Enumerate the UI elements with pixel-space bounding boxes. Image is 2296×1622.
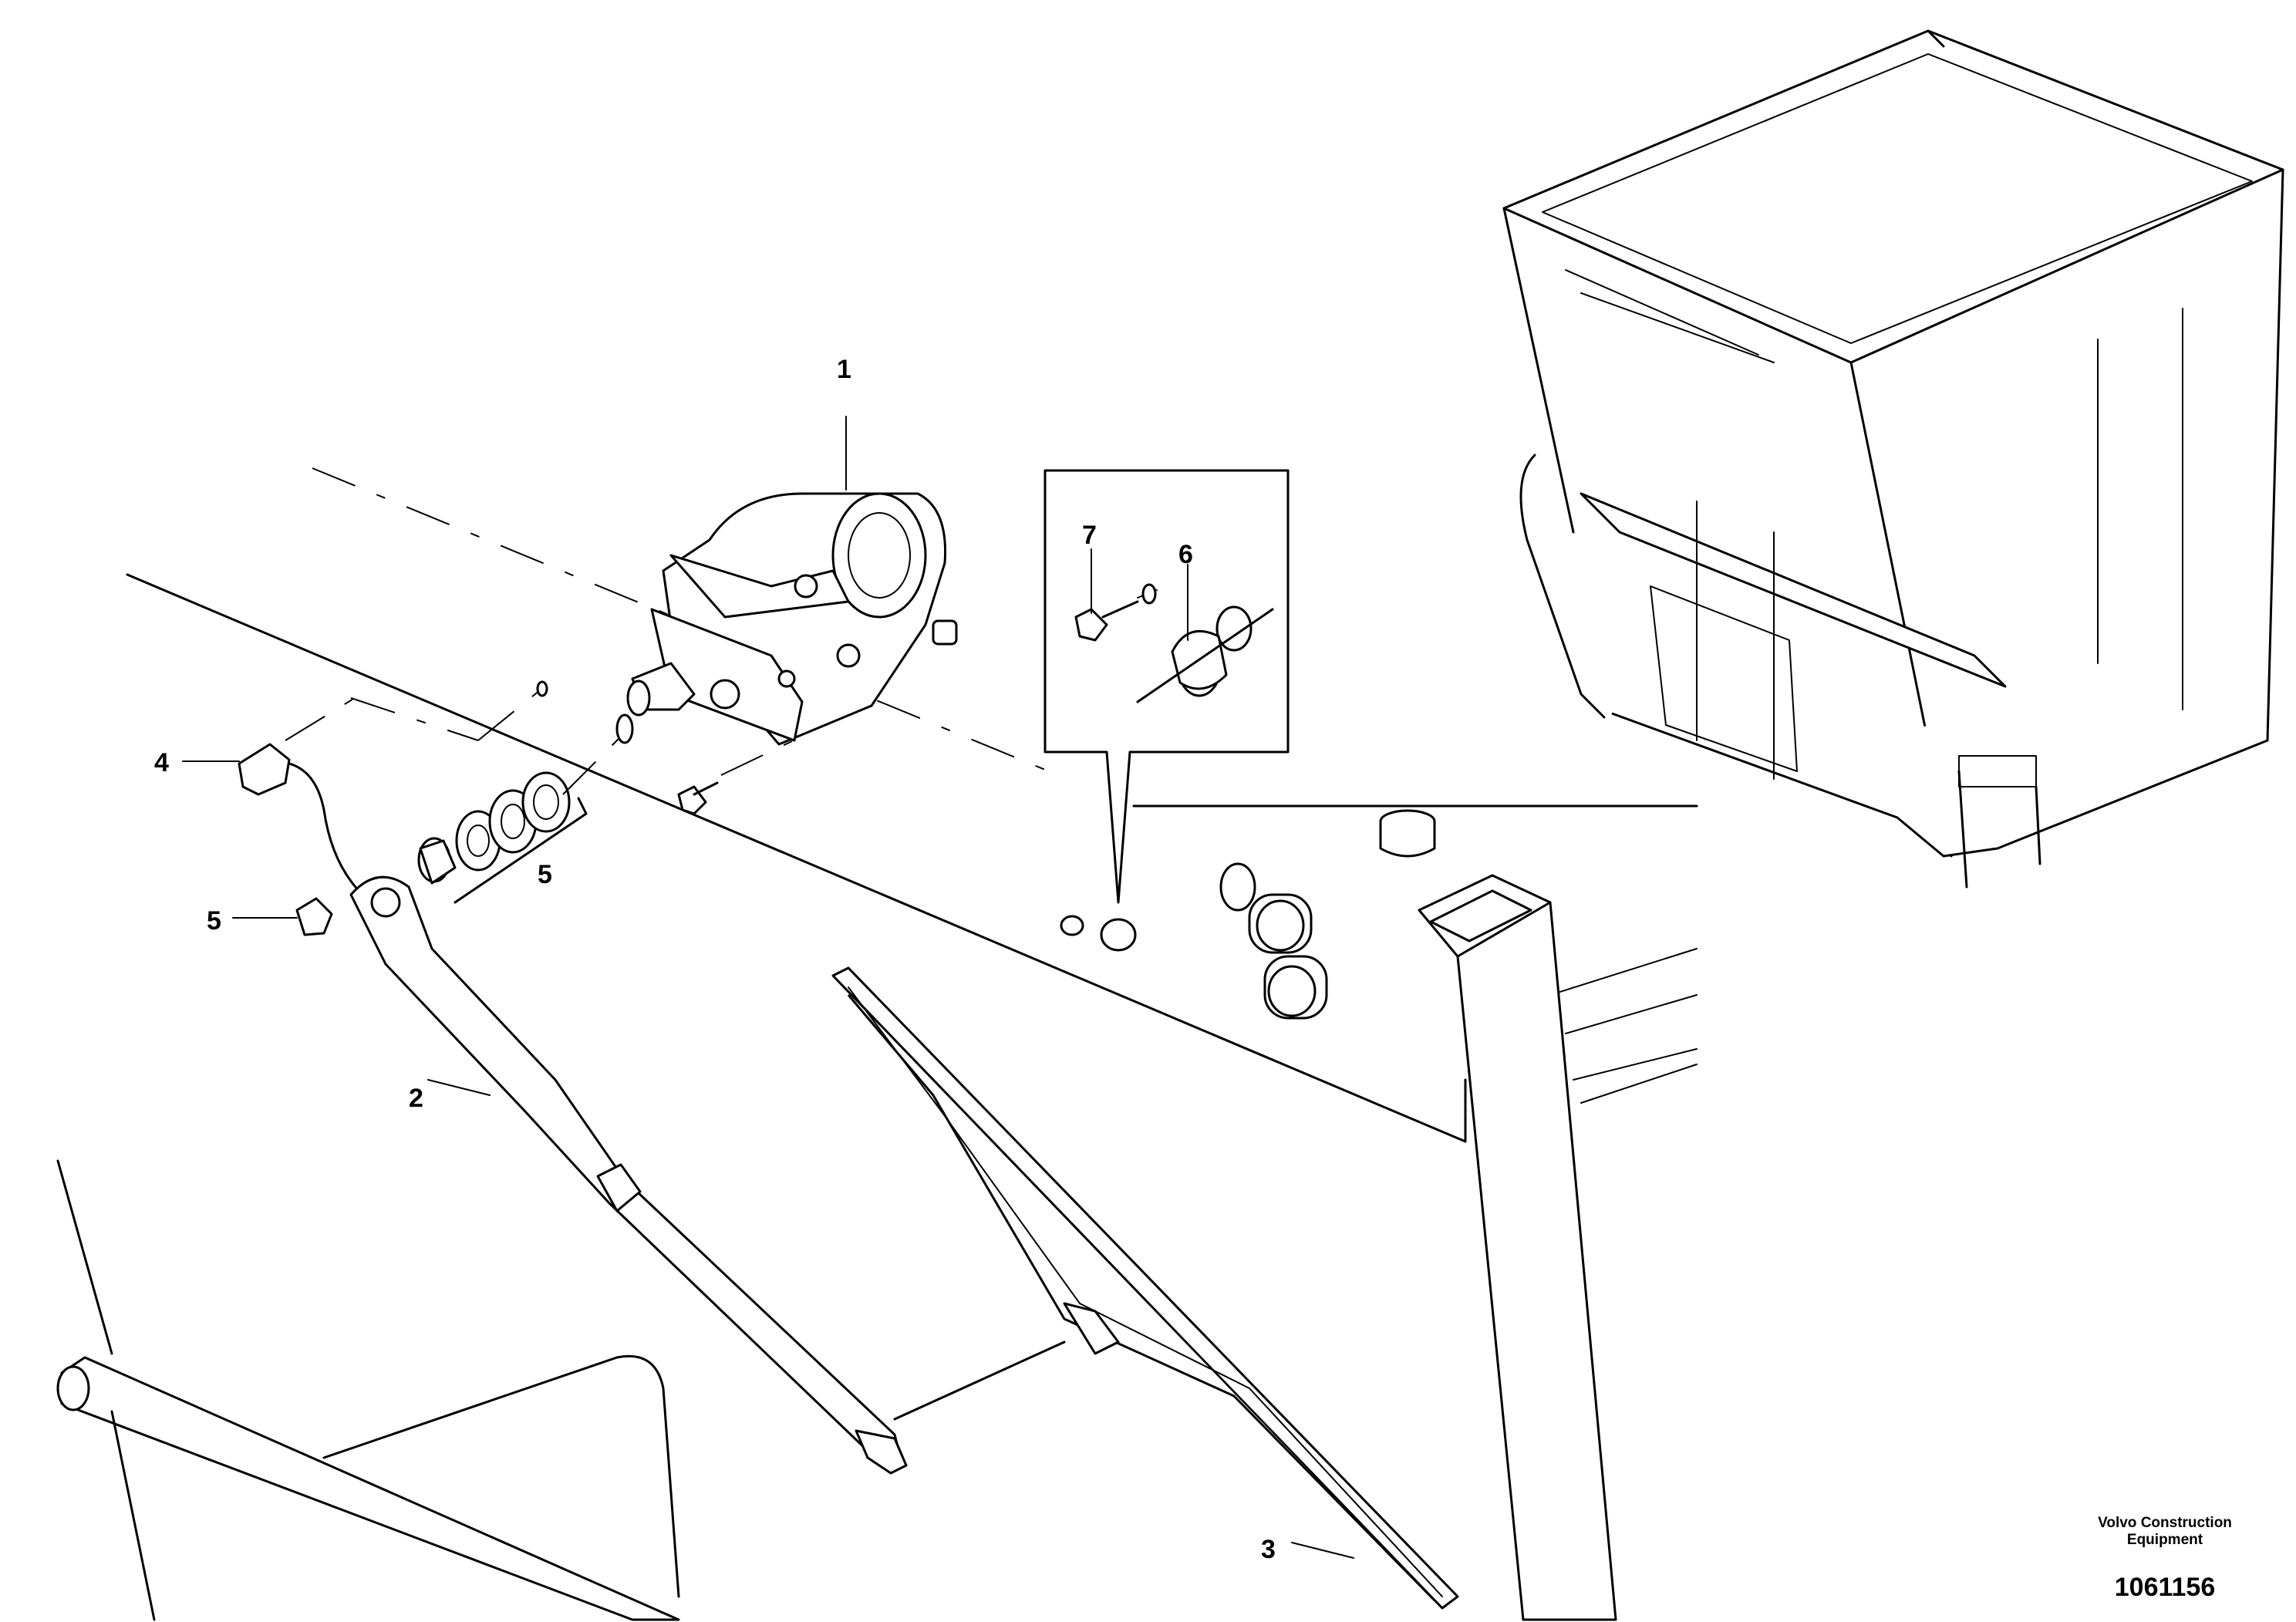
cab-front-panel <box>126 467 1698 1143</box>
wiper-blade-part-3 <box>831 966 1459 1610</box>
cab-overview <box>1502 29 2284 889</box>
callout-1: 1 <box>837 355 851 384</box>
brand-caption: Volvo Construction Equipment <box>2072 1515 2257 1549</box>
handrail <box>56 1159 680 1621</box>
callout-5-nut: 5 <box>207 906 221 936</box>
washers-part-5 <box>295 713 811 936</box>
leader-lines <box>182 416 1354 1559</box>
wiper-motor <box>626 492 958 746</box>
callout-2: 2 <box>409 1084 423 1113</box>
callout-3: 3 <box>1261 1535 1276 1564</box>
connector-part-4 <box>238 680 548 896</box>
callout-7: 7 <box>1082 521 1097 550</box>
cab-corner-post <box>1418 874 1617 1621</box>
brand-line-2: Equipment <box>2126 1532 2203 1548</box>
callout-6: 6 <box>1178 540 1193 569</box>
drawing-number: 1061156 <box>2114 1573 2216 1602</box>
callout-4: 4 <box>154 748 169 777</box>
bolt-part-7 <box>1074 583 1158 642</box>
bushing-part-6 <box>1136 605 1274 703</box>
wiper-arm-part-2 <box>349 875 1066 1475</box>
callout-5-washers: 5 <box>538 860 552 889</box>
detail-box <box>1043 469 1290 904</box>
brand-line-1: Volvo Construction <box>2098 1515 2232 1531</box>
